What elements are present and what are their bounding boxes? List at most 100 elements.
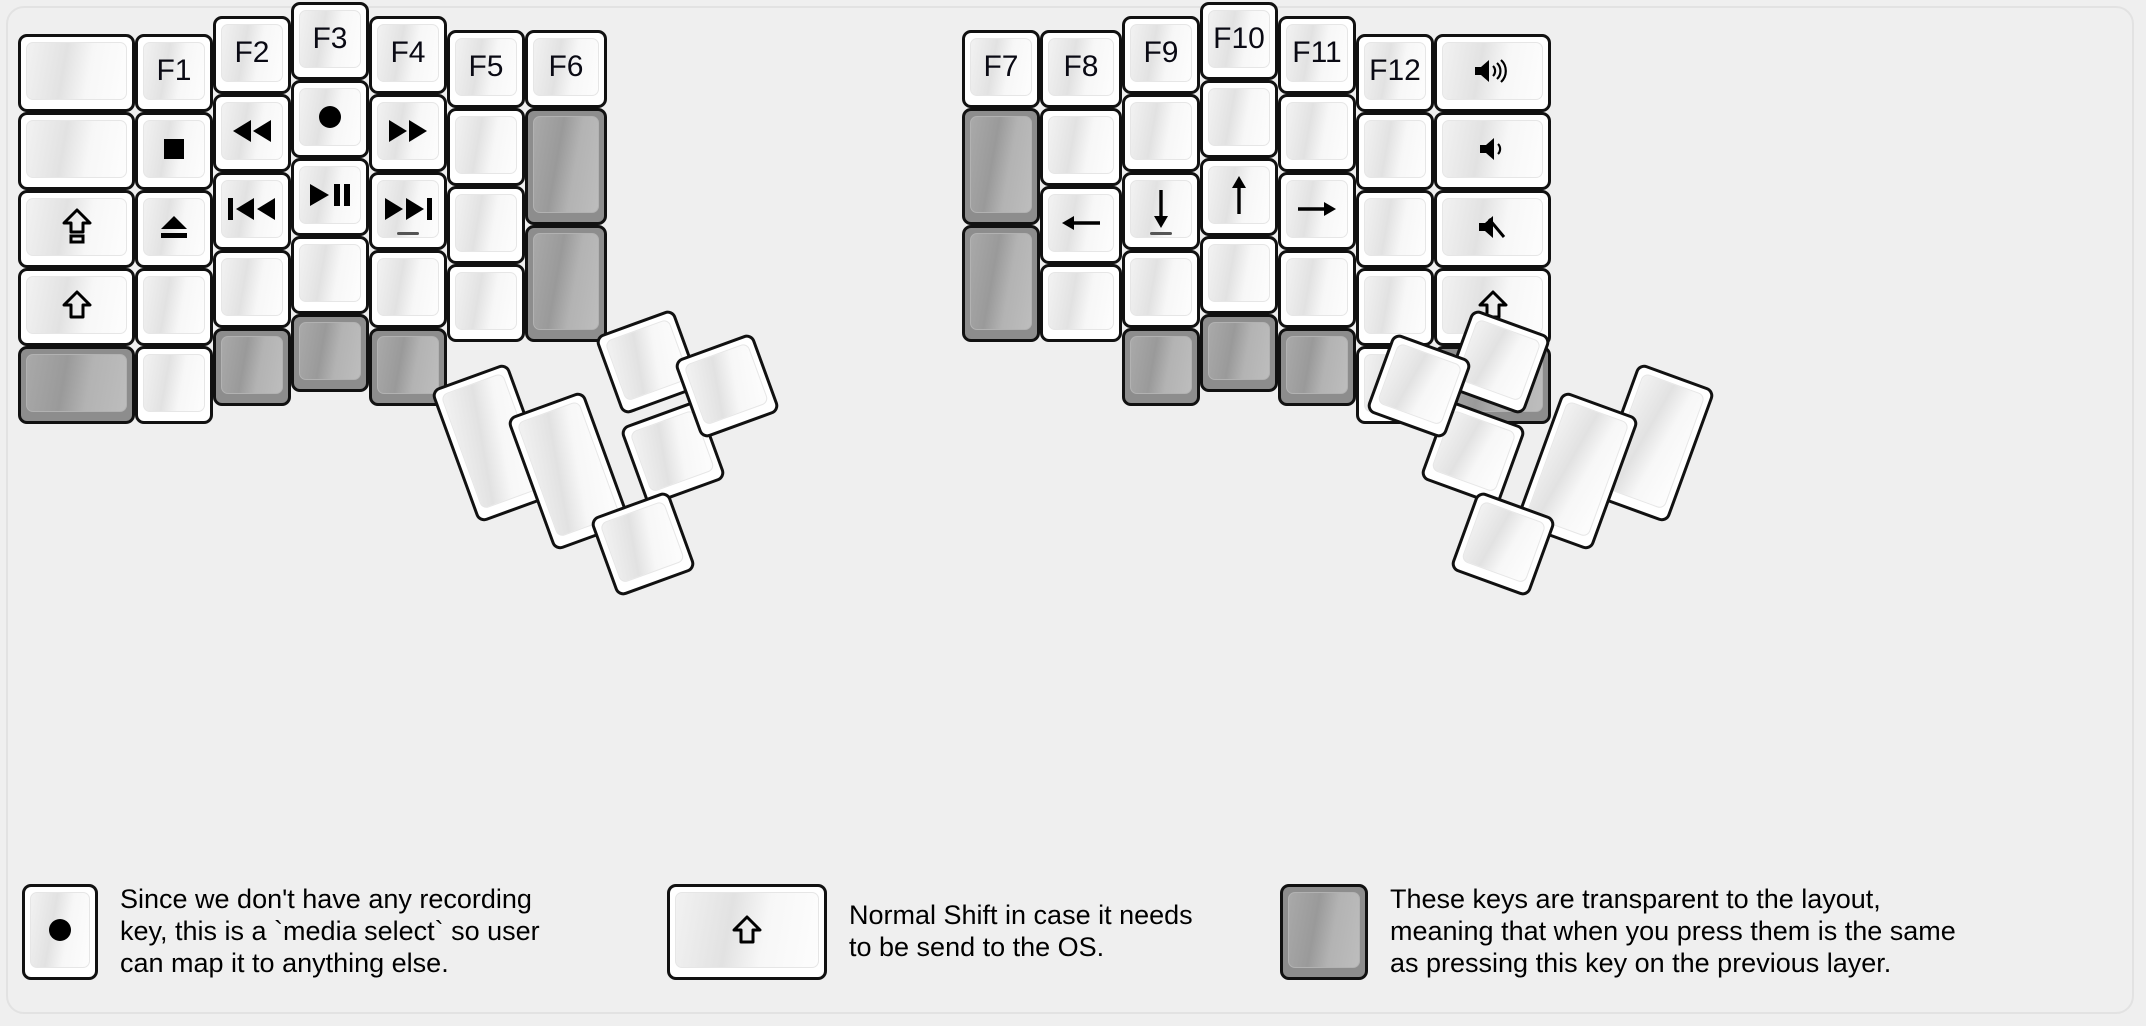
left-col-index-key-4[interactable]: [369, 250, 447, 328]
right-col-pinky-key-3[interactable]: [1356, 190, 1434, 268]
left-col-inner-extra-key-1[interactable]: F6: [525, 30, 607, 108]
keycap-face: [1208, 88, 1270, 146]
keycap-face: [1442, 120, 1543, 178]
left-col-pinky-key-2[interactable]: [135, 112, 213, 190]
legend-note-text: Since we don't have any recording key, t…: [120, 884, 540, 978]
keycap-face: F10: [1208, 10, 1270, 68]
keycap-face: [143, 120, 205, 178]
right-col-ring-key-3[interactable]: [1278, 172, 1356, 250]
key-legend: F3: [312, 22, 348, 55]
keycap-face: F9: [1130, 24, 1192, 82]
right-col-index-key-3[interactable]: [1122, 172, 1200, 250]
left-col-ring-key-1[interactable]: F2: [213, 16, 291, 94]
keycap-face: F4: [377, 24, 439, 82]
legend-sample-key-2[interactable]: [667, 884, 827, 980]
key-legend: F8: [1063, 50, 1099, 83]
right-col-middle-key-3[interactable]: [1200, 158, 1278, 236]
left-col-middle-key-1[interactable]: F3: [291, 2, 369, 80]
legend-note-key-sample: [667, 884, 827, 980]
right-col-index-key-4[interactable]: [1122, 250, 1200, 328]
media-eject-icon: [159, 213, 189, 241]
right-col-inner-key-3[interactable]: [1040, 186, 1122, 264]
keycap-face: [30, 892, 90, 968]
left-col-ring-key-4[interactable]: [213, 250, 291, 328]
media-record-icon: [315, 102, 345, 132]
left-col-index-key-5[interactable]: [369, 328, 447, 406]
left-col-inner-key-4[interactable]: [447, 264, 525, 342]
left-col-index-key-3[interactable]: [369, 172, 447, 250]
caps-lock-icon: [62, 208, 92, 246]
right-col-middle-key-5[interactable]: [1200, 314, 1278, 392]
left-col-middle-key-4[interactable]: [291, 236, 369, 314]
left-col-inner-extra-key-2[interactable]: [525, 108, 607, 225]
right-col-inner-extra-key-3[interactable]: [962, 225, 1040, 342]
media-stop-icon: [161, 136, 187, 162]
keycap-face: [143, 354, 205, 412]
keycap-face: [299, 166, 361, 224]
keycap-face: F6: [533, 38, 599, 96]
key-legend: F10: [1213, 22, 1265, 55]
right-col-pinky-outer-key-1[interactable]: [1434, 34, 1551, 112]
legend-sample-key-1[interactable]: [22, 884, 98, 980]
right-col-pinky-key-1[interactable]: F12: [1356, 34, 1434, 112]
right-col-ring-key-4[interactable]: [1278, 250, 1356, 328]
left-col-middle-key-3[interactable]: [291, 158, 369, 236]
left-col-pinky-key-5[interactable]: [135, 346, 213, 424]
volume-mute-icon: [1476, 213, 1510, 241]
right-col-ring-key-2[interactable]: [1278, 94, 1356, 172]
left-col-pinky-key-4[interactable]: [135, 268, 213, 346]
left-col-middle-key-2[interactable]: [291, 80, 369, 158]
legend-note-key-sample: [22, 884, 98, 980]
left-col-pinky-outer-key-4[interactable]: [18, 268, 135, 346]
keycap-face: F11: [1286, 24, 1348, 82]
right-col-pinky-outer-key-3[interactable]: [1434, 190, 1551, 268]
keycap-face: [599, 500, 686, 584]
keycap-face: [1286, 180, 1348, 238]
keycap-face: [1130, 180, 1192, 238]
left-col-inner-key-2[interactable]: [447, 108, 525, 186]
left-col-middle-key-5[interactable]: [291, 314, 369, 392]
right-col-inner-key-1[interactable]: F8: [1040, 30, 1122, 108]
right-col-index-key-1[interactable]: F9: [1122, 16, 1200, 94]
right-col-pinky-key-4[interactable]: [1356, 268, 1434, 346]
key-legend: F1: [156, 54, 192, 87]
keycap-face: [377, 336, 439, 394]
right-col-middle-key-2[interactable]: [1200, 80, 1278, 158]
left-col-pinky-key-3[interactable]: [135, 190, 213, 268]
left-col-index-key-1[interactable]: F4: [369, 16, 447, 94]
left-col-inner-key-3[interactable]: [447, 186, 525, 264]
right-col-ring-key-5[interactable]: [1278, 328, 1356, 406]
right-col-pinky-key-2[interactable]: [1356, 112, 1434, 190]
legend-sample-key-3[interactable]: [1280, 884, 1368, 980]
keycap-face: F1: [143, 42, 205, 100]
left-col-ring-key-5[interactable]: [213, 328, 291, 406]
left-col-index-key-2[interactable]: [369, 94, 447, 172]
left-col-pinky-outer-key-1[interactable]: [18, 34, 135, 112]
right-col-inner-key-4[interactable]: [1040, 264, 1122, 342]
left-col-inner-extra-key-3[interactable]: [525, 225, 607, 342]
keycap-face: [221, 336, 283, 394]
left-col-ring-key-2[interactable]: [213, 94, 291, 172]
left-col-pinky-outer-key-2[interactable]: [18, 112, 135, 190]
left-col-ring-key-3[interactable]: [213, 172, 291, 250]
right-col-index-key-2[interactable]: [1122, 94, 1200, 172]
right-col-middle-key-4[interactable]: [1200, 236, 1278, 314]
keycap-face: [26, 120, 127, 178]
keycap-face: [26, 276, 127, 334]
media-rewind-icon: [230, 118, 274, 144]
right-col-index-key-5[interactable]: [1122, 328, 1200, 406]
right-col-inner-key-2[interactable]: [1040, 108, 1122, 186]
left-col-pinky-key-1[interactable]: F1: [135, 34, 213, 112]
left-col-inner-key-1[interactable]: F5: [447, 30, 525, 108]
keycap-face: [1442, 276, 1543, 334]
right-col-ring-key-1[interactable]: F11: [1278, 16, 1356, 94]
keycap-face: [1208, 166, 1270, 224]
left-col-pinky-outer-key-5[interactable]: [18, 346, 135, 424]
homing-bar: [1150, 232, 1172, 235]
right-col-middle-key-1[interactable]: F10: [1200, 2, 1278, 80]
right-col-pinky-outer-key-2[interactable]: [1434, 112, 1551, 190]
right-col-inner-extra-key-1[interactable]: F7: [962, 30, 1040, 108]
keycap-face: [533, 233, 599, 330]
left-col-pinky-outer-key-3[interactable]: [18, 190, 135, 268]
right-col-inner-extra-key-2[interactable]: [962, 108, 1040, 225]
